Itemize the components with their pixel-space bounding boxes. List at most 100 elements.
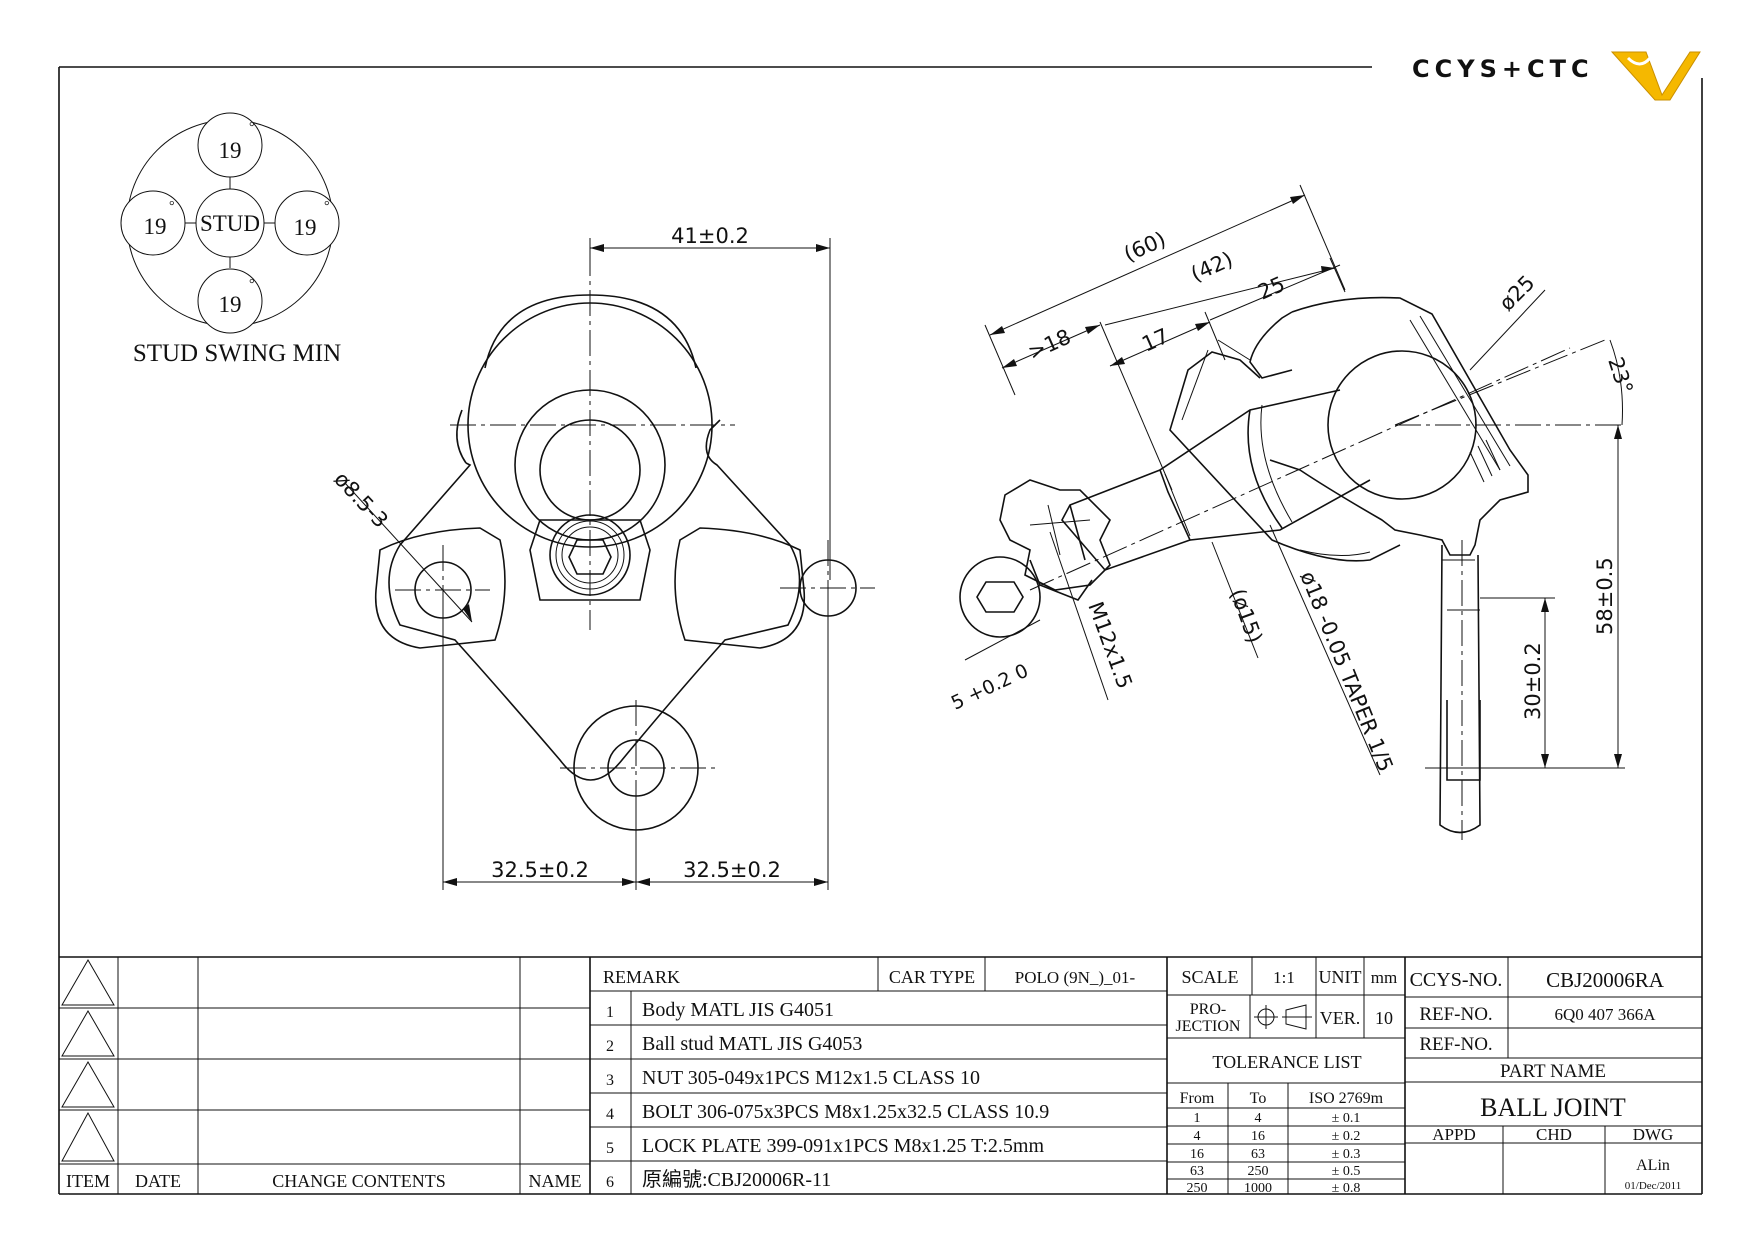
dim-neck: (ø15) xyxy=(1225,586,1267,647)
top-view-dimensions: 41±0.2 32.5±0.2 32.5±0.2 ø8.5-3 xyxy=(329,224,831,890)
tol-header-iso: ISO 2769m xyxy=(1309,1090,1384,1107)
swing-right-circle xyxy=(274,190,340,256)
tol-cell: 4 xyxy=(1255,1111,1262,1126)
ref-no-label-1: REF-NO. xyxy=(1419,1004,1492,1025)
swing-angle-right: 19 xyxy=(294,215,317,240)
remark-item-text: 原編號:CBJ20006R-11 xyxy=(642,1168,831,1191)
remark-item-no: 4 xyxy=(606,1106,614,1123)
degree-mark-bottom: ° xyxy=(249,277,255,292)
hex-end-view xyxy=(959,556,1041,638)
remark-item-text: NUT 305-049x1PCS M12x1.5 CLASS 10 xyxy=(642,1067,980,1089)
flange-outline xyxy=(388,419,801,781)
rev-header-name: NAME xyxy=(529,1171,582,1191)
tolerance-table: 1 4 ± 0.1 4 16 ± 0.2 16 63 ± 0.3 63 250 … xyxy=(1187,1111,1361,1196)
degree-mark-left: ° xyxy=(169,199,175,214)
chd-label: CHD xyxy=(1536,1125,1572,1144)
swing-angle-bottom: 19 xyxy=(219,292,242,317)
remark-item-text: LOCK PLATE 399-091x1PCS M8x1.25 T:2.5mm xyxy=(642,1135,1044,1157)
rev-header-item: ITEM xyxy=(66,1171,110,1191)
remark-item-no: 5 xyxy=(606,1140,614,1157)
title-block: ITEM DATE CHANGE CONTENTS NAME REMARK CA… xyxy=(59,956,1702,1196)
dim-thread: M12x1.5 xyxy=(1083,599,1137,692)
tol-cell: 16 xyxy=(1251,1129,1265,1144)
dim-60: (60) xyxy=(1120,227,1169,266)
remark-item-text: BOLT 306-075x3PCS M8x1.25x32.5 CLASS 10.… xyxy=(642,1101,1049,1123)
castle-nut xyxy=(529,519,651,601)
dim-hole-dia: ø8.5-3 xyxy=(329,467,392,533)
car-type-value: POLO (9N_)_01- xyxy=(1015,968,1136,987)
tol-cell: 4 xyxy=(1194,1129,1201,1144)
logo-swoosh-icon xyxy=(1626,55,1674,67)
tolerance-title: TOLERANCE LIST xyxy=(1212,1052,1361,1072)
scale-label: SCALE xyxy=(1181,967,1238,987)
rubber-boot xyxy=(1169,351,1401,562)
revision-triangle-icon xyxy=(61,1111,115,1162)
swing-top-circle xyxy=(197,112,263,178)
rev-header-date: DATE xyxy=(135,1171,181,1191)
remark-list: 1 Body MATL JIS G4051 2 Ball stud MATL J… xyxy=(606,999,1049,1191)
stud-swing-diagram: STUD 19 19 19 19 ° ° ° ° STUD SWING MIN xyxy=(120,112,341,367)
flange-ear-right xyxy=(674,527,806,649)
swing-angle-left: 19 xyxy=(144,214,167,239)
remark-item-no: 3 xyxy=(606,1072,614,1089)
swing-left-circle xyxy=(120,190,186,256)
drawing-date: 01/Dec/2011 xyxy=(1625,1180,1681,1192)
logo-text: CCYS+CTC xyxy=(1412,55,1594,83)
dim-angle-23: 23° xyxy=(1603,354,1637,397)
tol-header-from: From xyxy=(1180,1090,1215,1107)
tol-cell: ± 0.8 xyxy=(1332,1181,1361,1196)
tol-cell: ± 0.1 xyxy=(1332,1111,1361,1126)
revision-triangle-icon xyxy=(61,1010,115,1057)
projection-label-2: JECTION xyxy=(1176,1018,1241,1035)
company-logo: CCYS+CTC xyxy=(1412,51,1701,101)
unit-value: mm xyxy=(1371,968,1397,987)
ver-label: VER. xyxy=(1320,1008,1361,1028)
ccys-no-label: CCYS-NO. xyxy=(1410,969,1503,991)
tol-cell: 1 xyxy=(1194,1111,1201,1126)
tol-cell: 63 xyxy=(1190,1164,1204,1179)
unit-label: UNIT xyxy=(1319,967,1362,987)
dim-pitch-right: 32.5±0.2 xyxy=(683,858,781,882)
ver-value: 10 xyxy=(1375,1008,1393,1028)
stud-axis xyxy=(1029,347,1571,591)
appd-label: APPD xyxy=(1432,1125,1475,1144)
tol-cell: ± 0.2 xyxy=(1332,1129,1361,1144)
scale-value: 1:1 xyxy=(1273,968,1295,987)
dim-30: 30±0.2 xyxy=(1521,642,1545,720)
remark-label: REMARK xyxy=(603,967,680,987)
hex-end-socket xyxy=(976,581,1024,613)
swing-center-circle xyxy=(195,188,265,258)
projection-label-1: PRO- xyxy=(1190,1001,1226,1018)
degree-mark-right: ° xyxy=(324,199,330,214)
stud-label: STUD xyxy=(200,211,260,236)
side-view-dimensions: (60) (42) 25 >18 17 ø25 23° 58±0.5 xyxy=(948,184,1638,776)
swing-bottom-circle xyxy=(197,268,263,334)
logo-mark-icon xyxy=(1610,51,1701,101)
dim-hex: 5 +0.2 0 xyxy=(948,660,1032,715)
ccys-no-value: CBJ20006RA xyxy=(1546,968,1665,992)
remark-item-no: 6 xyxy=(606,1174,614,1191)
rev-header-change: CHANGE CONTENTS xyxy=(272,1171,446,1191)
dim-width-top: 41±0.2 xyxy=(671,224,749,248)
dwg-label: DWG xyxy=(1633,1125,1674,1144)
tol-cell: 63 xyxy=(1251,1147,1265,1162)
dim-58: 58±0.5 xyxy=(1593,557,1617,635)
drawn-by: ALin xyxy=(1636,1157,1670,1174)
tol-header-to: To xyxy=(1250,1090,1267,1107)
ref-no-label-2: REF-NO. xyxy=(1419,1034,1492,1055)
remark-item-no: 1 xyxy=(606,1004,614,1021)
top-view xyxy=(374,250,875,840)
dim-25: 25 xyxy=(1254,272,1288,305)
remark-item-no: 2 xyxy=(606,1038,614,1055)
projection-symbol-icon xyxy=(1254,1004,1312,1030)
revision-triangle-icon xyxy=(61,959,115,1006)
car-type-label: CAR TYPE xyxy=(889,967,975,987)
flange-ear-left xyxy=(374,527,506,649)
side-view xyxy=(959,296,1625,840)
revision-triangle-icon xyxy=(61,1061,115,1108)
part-name-value: BALL JOINT xyxy=(1480,1093,1626,1122)
tol-cell: 1000 xyxy=(1244,1181,1272,1196)
dim-ball-dia: ø25 xyxy=(1495,271,1540,316)
tol-cell: 250 xyxy=(1248,1164,1269,1179)
